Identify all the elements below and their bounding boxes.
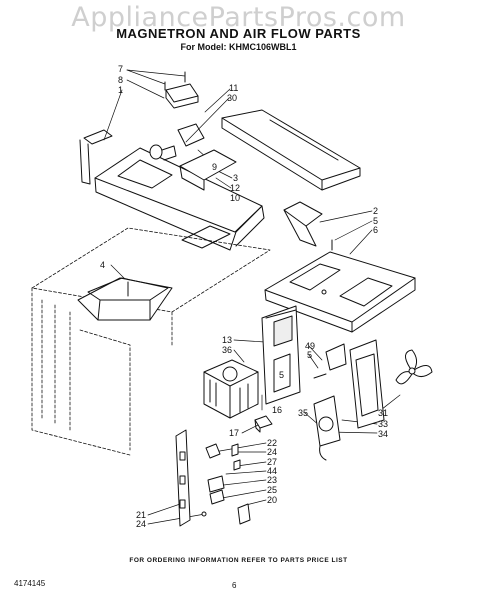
- callout-21: 21: [136, 510, 146, 520]
- callout-27: 27: [267, 457, 277, 467]
- callout-34: 34: [378, 429, 388, 439]
- callout-44: 44: [267, 466, 277, 476]
- model-subtitle: For Model: KHMC106WBL1: [180, 42, 297, 52]
- callout-11: 11: [229, 83, 238, 93]
- callout-4: 4: [100, 260, 105, 270]
- fan-blade: [395, 349, 433, 385]
- callout-6: 6: [373, 225, 378, 235]
- fan-bracket: [349, 339, 385, 429]
- waveguide-assembly: [77, 277, 173, 321]
- fan-motor: [313, 395, 341, 461]
- callout-25: 25: [267, 485, 277, 495]
- callout-33: 33: [378, 419, 388, 429]
- top-panel: [221, 109, 361, 191]
- callout-23: 23: [267, 475, 277, 485]
- callout-5-shroud: 5: [279, 370, 284, 380]
- fan-motor-mount: [313, 343, 347, 379]
- callout-8: 8: [118, 75, 123, 85]
- callout-49: 49: [305, 341, 315, 351]
- air-duct-top: [79, 129, 265, 251]
- callout-3: 3: [233, 173, 238, 183]
- callout-12: 12: [230, 183, 240, 193]
- diagram-title: MAGNETRON AND AIR FLOW PARTS: [116, 26, 361, 41]
- callout-35: 35: [298, 408, 308, 418]
- magnetron: [203, 359, 259, 419]
- fan-shroud: [261, 305, 301, 405]
- callout-36: 36: [222, 345, 232, 355]
- callout-2: 2: [373, 206, 378, 216]
- callout-labels: 7 8 1 11 30 9 3 12 10 2 5 6 4 13 36 5 49…: [100, 64, 388, 529]
- watermark: AppliancePartsPros.com: [71, 2, 406, 33]
- callout-16: 16: [272, 405, 282, 415]
- callout-10: 10: [230, 193, 240, 203]
- callout-17: 17: [229, 428, 239, 438]
- callout-24-bracket: 24: [136, 519, 146, 529]
- lamp-socket-assembly: [149, 71, 205, 161]
- cabinet-outline: [31, 227, 271, 456]
- air-guide: [283, 201, 333, 251]
- callout-22: 22: [267, 438, 277, 448]
- callout-13: 13: [222, 335, 232, 345]
- thermal-cutout: [254, 415, 273, 433]
- base-plate: [264, 251, 416, 333]
- callout-7: 7: [118, 64, 123, 74]
- callout-20: 20: [267, 495, 277, 505]
- callout-31: 31: [378, 408, 388, 418]
- callout-5: 5: [373, 216, 378, 226]
- callout-1: 1: [118, 85, 123, 95]
- callout-24: 24: [267, 447, 277, 457]
- page-number: 6: [232, 581, 237, 590]
- ordering-note: FOR ORDERING INFORMATION REFER TO PARTS …: [129, 557, 348, 564]
- callout-9: 9: [212, 162, 217, 172]
- callout-30: 30: [227, 93, 237, 103]
- document-number: 4174145: [14, 579, 46, 588]
- duct-baffle: [179, 149, 237, 191]
- callout-5-mount: 5: [307, 350, 312, 360]
- interlock-switches: [201, 443, 251, 525]
- interlock-bracket: [175, 429, 191, 527]
